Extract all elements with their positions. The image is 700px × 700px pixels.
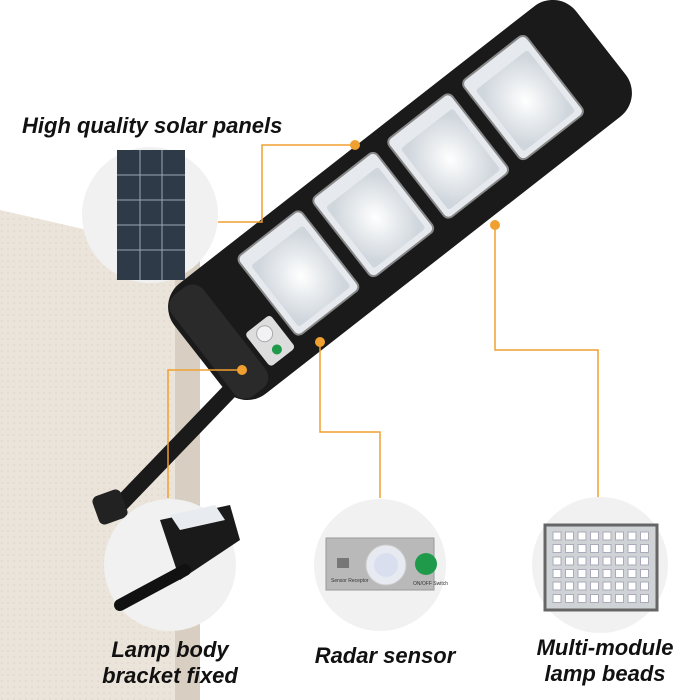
led-bead bbox=[552, 544, 562, 553]
beads-label: Multi-module lamp beads bbox=[520, 635, 690, 687]
led-bead bbox=[590, 569, 599, 578]
led-bead bbox=[602, 581, 612, 591]
lamp-pole bbox=[92, 367, 253, 525]
led-bead bbox=[565, 544, 574, 553]
led-bead bbox=[640, 569, 649, 578]
bracket-label-line1: Lamp body bbox=[111, 637, 229, 662]
lamp-body bbox=[168, 0, 632, 401]
led-bead bbox=[615, 581, 624, 591]
led-bead bbox=[615, 544, 624, 553]
led-bead bbox=[552, 531, 562, 541]
led-bead bbox=[640, 531, 649, 541]
led-bead bbox=[602, 556, 612, 566]
leader-dots bbox=[237, 140, 500, 375]
sensor-receptor-label: Sensor Receptor bbox=[331, 578, 369, 584]
led-bead bbox=[552, 581, 562, 591]
led-bead bbox=[640, 594, 649, 603]
radar-sensor-detail: Sensor Receptor ON/OFF Switch bbox=[314, 499, 448, 631]
solar-panel-detail bbox=[82, 147, 218, 283]
led-bead bbox=[602, 544, 612, 553]
led-bead bbox=[615, 594, 624, 603]
led-bead bbox=[640, 581, 649, 591]
radar-label: Radar sensor bbox=[314, 643, 456, 668]
lamp-beads-detail bbox=[532, 497, 668, 633]
beads-label-line2: lamp beads bbox=[544, 661, 666, 686]
led-bead bbox=[565, 594, 574, 603]
led-bead bbox=[577, 594, 587, 603]
led-bead bbox=[627, 531, 637, 541]
solar-panels-label: High quality solar panels bbox=[22, 113, 283, 138]
led-bead bbox=[627, 544, 637, 553]
bracket-detail bbox=[104, 499, 240, 631]
led-bead bbox=[602, 594, 612, 603]
led-bead bbox=[627, 556, 637, 566]
led-bead bbox=[552, 594, 562, 603]
led-bead bbox=[615, 556, 624, 566]
led-bead bbox=[565, 581, 574, 591]
bracket-label-line2: bracket fixed bbox=[102, 663, 238, 688]
led-bead bbox=[577, 581, 587, 591]
led-bead bbox=[640, 556, 649, 566]
led-bead bbox=[577, 544, 587, 553]
beads-label-line1: Multi-module bbox=[536, 635, 674, 660]
led-bead bbox=[615, 531, 624, 541]
led-bead bbox=[590, 581, 599, 591]
led-bead bbox=[590, 594, 599, 603]
led-bead bbox=[552, 569, 562, 578]
led-bead bbox=[627, 594, 637, 603]
led-bead bbox=[602, 531, 612, 541]
led-bead bbox=[590, 544, 599, 553]
led-bead bbox=[565, 556, 574, 566]
led-bead bbox=[590, 531, 599, 541]
led-bead bbox=[577, 556, 587, 566]
led-bead bbox=[590, 556, 599, 566]
led-bead bbox=[627, 581, 637, 591]
led-bead bbox=[602, 569, 612, 578]
led-bead bbox=[640, 544, 649, 553]
led-bead bbox=[565, 531, 574, 541]
switch-label: ON/OFF Switch bbox=[413, 581, 448, 587]
led-bead bbox=[627, 569, 637, 578]
leader-lines bbox=[167, 144, 599, 498]
led-bead bbox=[565, 569, 574, 578]
bracket-label: Lamp body bracket fixed bbox=[90, 637, 250, 689]
led-bead bbox=[577, 569, 587, 578]
led-bead bbox=[552, 556, 562, 566]
led-bead bbox=[615, 569, 624, 578]
led-bead bbox=[577, 531, 587, 541]
